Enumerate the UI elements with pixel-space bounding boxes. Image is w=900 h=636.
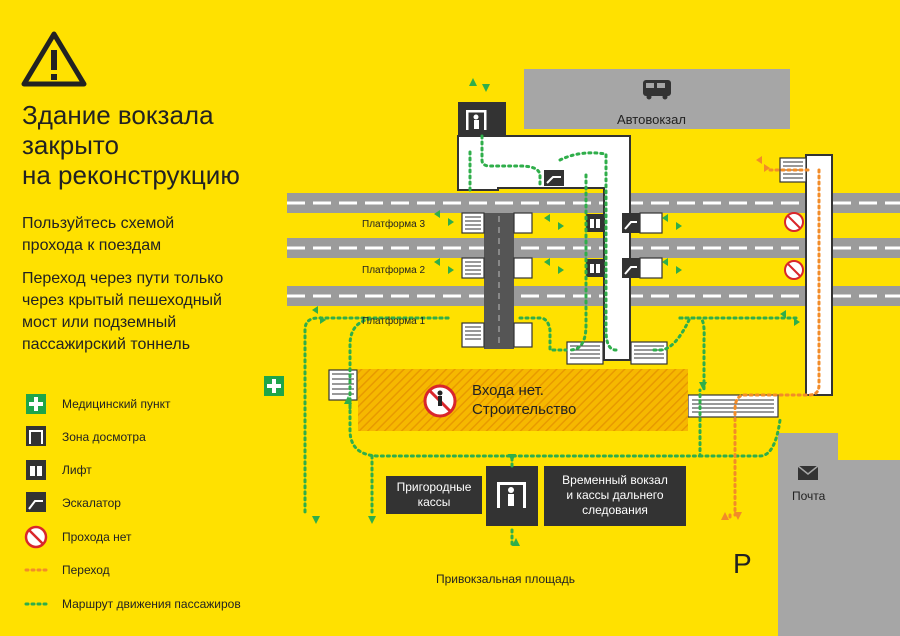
platform-1-label: Платформа 1 [362,316,426,327]
info-line: мост или подземный [22,314,177,331]
legend-label-route: Маршрут движения пассажиров [62,597,241,611]
construction-line: Входа нет. [472,382,544,399]
tickets-line: кассы [417,495,451,509]
no-entry-icon [423,384,457,418]
temporary-station-label: Временный вокзал и кассы дальнего следов… [544,473,686,518]
temp-station-line: и кассы дальнего [566,488,664,502]
bus-station-building [524,69,790,129]
elevator-icon [586,214,604,277]
tickets-line: Пригородные [396,480,472,494]
bus-icon [643,80,671,100]
construction-line: Строительство [472,401,577,418]
post-icon [797,465,819,480]
suburban-tickets-label: Пригородные кассы [386,480,482,510]
legend-label-crossing: Переход [62,563,110,577]
legend-label-elevator: Лифт [62,463,92,477]
post-label: Почта [792,489,826,503]
subtitle-line: проходa к поездам [22,237,162,254]
medical-icon [264,376,284,396]
legend-label-no-entry: Прохода нет [62,530,132,544]
title-line: на реконструкцию [22,160,240,190]
platform-2-label: Платформа 2 [362,265,426,276]
suburban-tickets-box [386,476,482,514]
escalator-icon [622,213,640,278]
parking-label: P [733,548,752,579]
platform-3-label: Платформа 3 [362,219,426,230]
railway-tracks [287,193,900,306]
subtitle: Пользуйтесь схемой проходa к поездам [22,213,174,257]
info-line: через крытый пешеходный [22,292,222,309]
legend-label-medical: Медицинский пункт [62,397,171,411]
station-square-label: Привокзальная площадь [436,572,575,586]
bus-station-label: Автовокзал [617,112,686,127]
crossing-route [728,168,821,522]
info-text: Переход через пути только через крытый п… [22,268,272,356]
escalator-icon [544,170,564,186]
security-zone-top [458,102,506,136]
legend-label-escalator: Эскалатор [62,496,121,510]
pedestrian-bridge [457,135,833,396]
temp-station-line: следования [582,503,648,517]
security-check-icon [497,482,526,508]
temporary-station-box [544,466,686,526]
title-line: закрыто [22,130,119,160]
page-title: Здание вокзала закрыто на реконструкцию [22,100,240,190]
info-line: пассажирский тоннель [22,336,191,353]
construction-label: Входа нет. Строительство [472,381,576,419]
legend-label-security: Зона досмотра [62,430,146,444]
construction-area [358,369,688,431]
direction-arrows [312,78,800,546]
warning-icon [21,31,87,87]
post-building [778,433,900,636]
subtitle-line: Пользуйтесь схемой [22,215,175,232]
legend-icons [24,394,50,606]
title-line: Здание вокзала [22,100,214,130]
no-entry-icon [784,212,804,280]
temp-station-line: Временный вокзал [562,473,668,487]
passenger-route [303,134,802,550]
info-line: Переход через пути только [22,270,224,287]
